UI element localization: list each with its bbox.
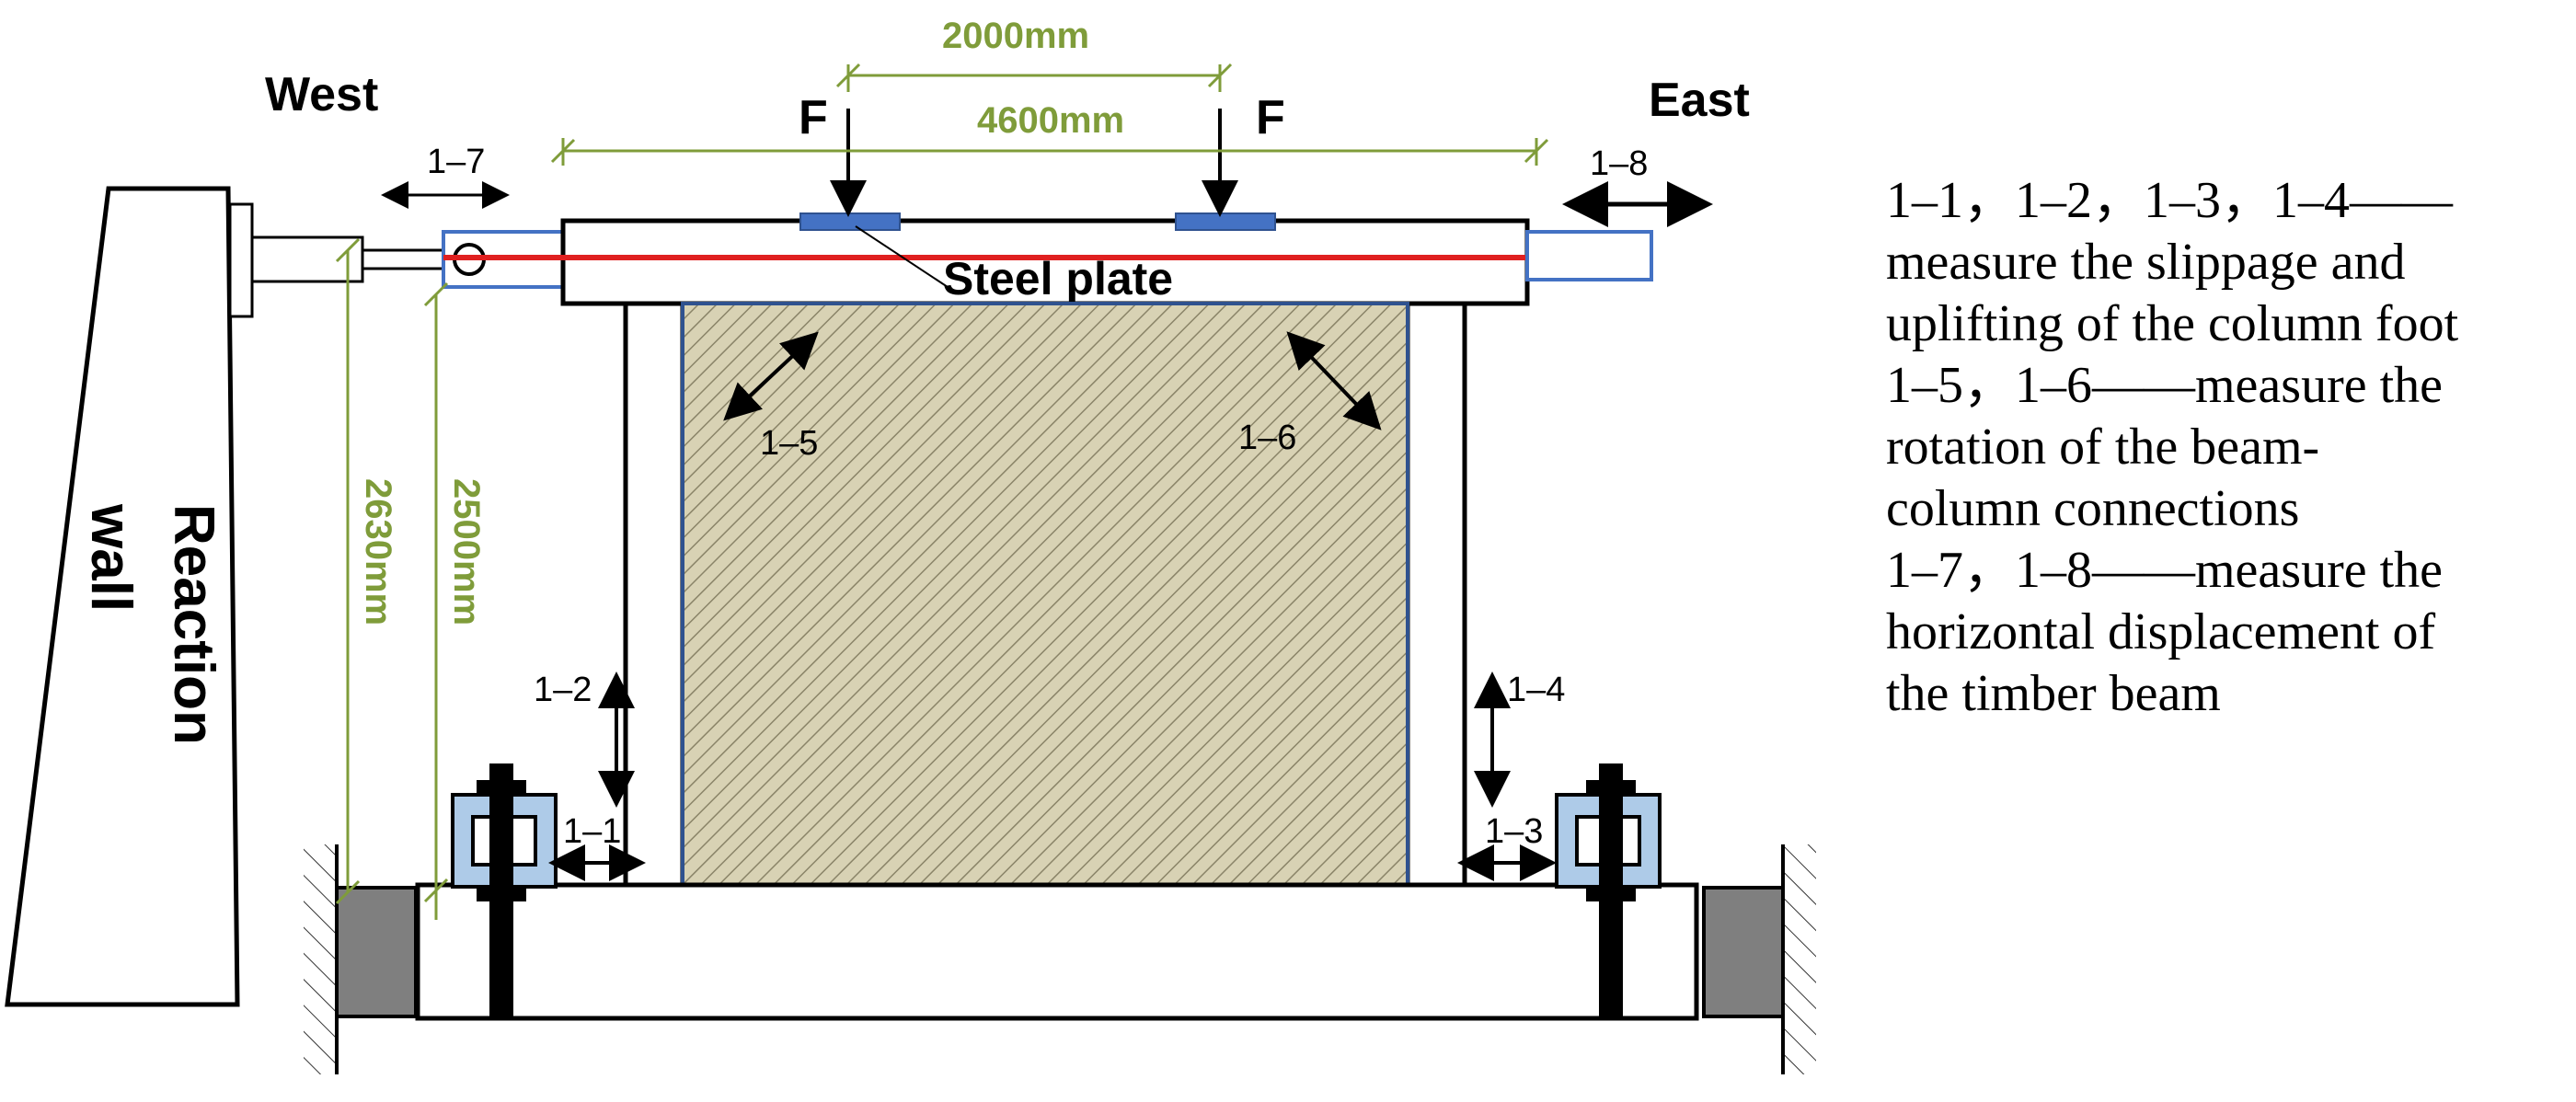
- dimension-load-spacing: 2000mm: [942, 16, 1089, 56]
- legend-line: column connections: [1886, 480, 2300, 537]
- foundation-beam: [415, 882, 1699, 1021]
- legend-line: uplifting of the column foot: [1886, 295, 2459, 352]
- gauge-1-6-label: 1–6: [1238, 419, 1296, 457]
- actuator-mount-plate: [228, 202, 254, 318]
- column-right: [1405, 301, 1467, 888]
- legend-line: 1–1，1–2，1–3，1–4——: [1886, 172, 2453, 229]
- reaction-wall: [5, 186, 240, 1007]
- gauge-1-2-label: 1–2: [534, 671, 592, 709]
- legend-line: measure the slippage and: [1886, 234, 2406, 291]
- legend-line: horizontal displacement of: [1886, 603, 2436, 660]
- dimension-height-column: 2500mm: [446, 478, 487, 626]
- load-label-right: F: [1256, 91, 1285, 144]
- ground-hatch-left: [304, 844, 337, 1074]
- east-label: East: [1649, 74, 1750, 127]
- dimension-beam-length: 4600mm: [977, 100, 1124, 141]
- load-label-left: F: [799, 91, 828, 144]
- column-left: [623, 301, 685, 888]
- steel-plate-right: [1175, 212, 1276, 231]
- steel-plate-leader: [855, 225, 949, 288]
- ground-hatch-right: [1783, 844, 1816, 1074]
- actuator-rod: [361, 248, 445, 270]
- gauge-1-5-arrow: [723, 331, 819, 421]
- gauge-1-5-label: 1–5: [760, 424, 818, 463]
- infill-wall-panel: [681, 302, 1409, 887]
- west-label: West: [265, 68, 378, 121]
- timber-beam: [560, 218, 1530, 306]
- dimension-lines: [335, 63, 1549, 920]
- gauge-1-7-label: 1–7: [427, 143, 485, 181]
- legend-line: the timber beam: [1886, 665, 2221, 722]
- anchor-bolt-right: [1555, 763, 1662, 1019]
- legend-line: rotation of the beam-: [1886, 419, 2320, 476]
- gauge-arrows: [381, 181, 1713, 881]
- support-block-right: [1702, 886, 1785, 1018]
- dimension-height-actuator: 2630mm: [358, 478, 398, 626]
- anchor-bolt-left: [451, 763, 558, 1019]
- reaction-wall-label-line2: wall: [79, 503, 143, 612]
- support-block-left: [335, 886, 418, 1018]
- gauge-1-1-label: 1–1: [563, 812, 621, 851]
- reaction-wall-label-line1: Reaction: [162, 504, 225, 745]
- gauge-1-3-label: 1–3: [1485, 812, 1543, 851]
- legend-line: 1–7，1–8——measure the: [1886, 542, 2443, 599]
- actuator-cylinder: [250, 235, 364, 283]
- gauge-1-6-arrow: [1286, 331, 1382, 430]
- steel-plate-left: [799, 212, 901, 231]
- gauge-legend: 1–1，1–2，1–3，1–4—— measure the slippage a…: [1886, 170, 2567, 725]
- gauge-1-4-label: 1–4: [1507, 671, 1565, 709]
- legend-line: 1–5，1–6——measure the: [1886, 357, 2443, 414]
- steel-plate-label: Steel plate: [943, 253, 1173, 304]
- gauge-1-8-label: 1–8: [1590, 144, 1648, 183]
- beam-extension: [1525, 230, 1653, 281]
